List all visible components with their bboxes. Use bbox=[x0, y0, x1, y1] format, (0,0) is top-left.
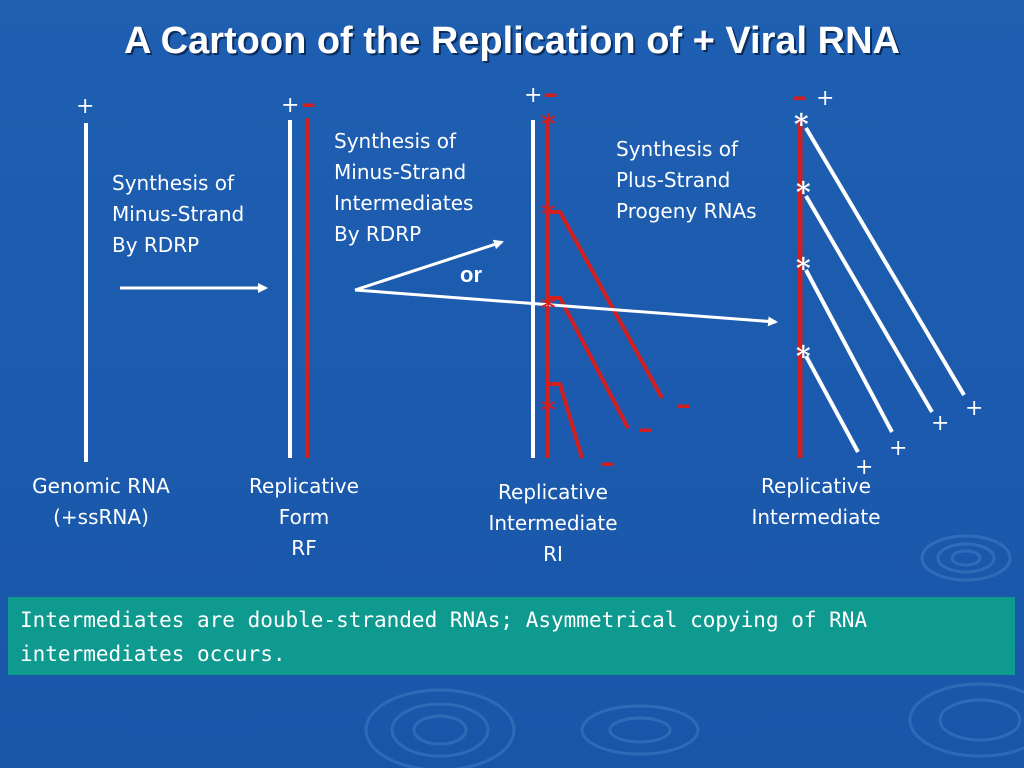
minus-marker: – bbox=[792, 79, 807, 114]
label-line: By RDRP bbox=[334, 222, 422, 246]
label-or: or bbox=[460, 262, 482, 287]
arrow-rf-to-ri2 bbox=[354, 288, 778, 327]
label-line: Intermediate bbox=[488, 511, 618, 535]
label-synthesis-minus-intermediates: Synthesis of Minus-Strand Intermediates … bbox=[334, 126, 473, 250]
label-line: Intermediates bbox=[334, 191, 474, 215]
minus-marker: – bbox=[543, 76, 558, 111]
ri2-progeny-plus-2 bbox=[804, 194, 934, 414]
rdrp-asterisk-red: * bbox=[541, 198, 556, 231]
label-replicative-intermediate: Replicative Intermediate bbox=[714, 471, 918, 533]
label-line: RI bbox=[543, 542, 563, 566]
label-synthesis-plus-strand: Synthesis of Plus-Strand Progeny RNAs bbox=[616, 134, 757, 227]
rdrp-asterisk-red: * bbox=[541, 394, 556, 427]
plus-marker: + bbox=[965, 396, 983, 421]
label-line: Form bbox=[278, 505, 330, 529]
label-line: Replicative bbox=[498, 480, 608, 504]
ri2-progeny-plus-1 bbox=[804, 126, 966, 397]
plus-marker: + bbox=[281, 93, 299, 118]
plus-marker: + bbox=[76, 94, 94, 119]
label-line: Replicative bbox=[761, 474, 871, 498]
rdrp-asterisk-white: * bbox=[796, 176, 811, 209]
ri2-progeny-plus-4 bbox=[804, 355, 860, 453]
plus-marker: + bbox=[855, 455, 873, 480]
arrow-rf-to-ri bbox=[354, 239, 504, 292]
ri-nascent-minus-3 bbox=[548, 382, 584, 459]
rdrp-asterisk-white: * bbox=[796, 340, 811, 373]
label-line: Synthesis of bbox=[112, 171, 235, 195]
plus-marker: + bbox=[816, 86, 834, 111]
label-line: Synthesis of bbox=[334, 129, 457, 153]
label-line: Plus-Strand bbox=[616, 168, 731, 192]
label-synthesis-minus-strand: Synthesis of Minus-Strand By RDRP bbox=[112, 168, 244, 261]
label-line: Synthesis of bbox=[616, 137, 739, 161]
rdrp-asterisk-white: * bbox=[796, 252, 811, 285]
minus-marker: – bbox=[638, 411, 653, 446]
label-genomic-rna: Genomic RNA (+ssRNA) bbox=[6, 471, 196, 533]
rdrp-asterisk-red: * bbox=[541, 292, 556, 325]
label-line: Intermediate bbox=[751, 505, 881, 529]
label-replicative-form: Replicative Form RF bbox=[218, 471, 390, 564]
minus-marker: – bbox=[676, 387, 691, 422]
ri-nascent-minus-1 bbox=[548, 210, 664, 399]
label-line: Minus-Strand bbox=[334, 160, 467, 184]
label-line: Progeny RNAs bbox=[616, 199, 757, 223]
plus-marker: + bbox=[524, 83, 542, 108]
ri2-progeny-plus-3 bbox=[804, 269, 894, 433]
label-line: (+ssRNA) bbox=[53, 505, 149, 529]
label-line: Replicative bbox=[249, 474, 359, 498]
label-line: Minus-Strand bbox=[112, 202, 245, 226]
label-line: By RDRP bbox=[112, 233, 200, 257]
minus-marker: – bbox=[600, 445, 615, 480]
summary-note: Intermediates are double-stranded RNAs; … bbox=[8, 597, 1015, 675]
ri-nascent-minus-2 bbox=[548, 296, 630, 429]
label-line: Genomic RNA bbox=[32, 474, 170, 498]
minus-marker: – bbox=[301, 86, 316, 121]
slide-title: A Cartoon of the Replication of + Viral … bbox=[124, 20, 900, 62]
label-line: RF bbox=[291, 536, 317, 560]
rdrp-asterisk-white: * bbox=[794, 108, 809, 141]
plus-marker: + bbox=[889, 436, 907, 461]
label-replicative-intermediate-ri: Replicative Intermediate RI bbox=[456, 477, 650, 570]
rdrp-asterisk-red: * bbox=[541, 108, 556, 141]
replication-diagram: + + – + – – + – – – + + + + * * * * * * … bbox=[76, 76, 983, 480]
plus-marker: + bbox=[931, 411, 949, 436]
